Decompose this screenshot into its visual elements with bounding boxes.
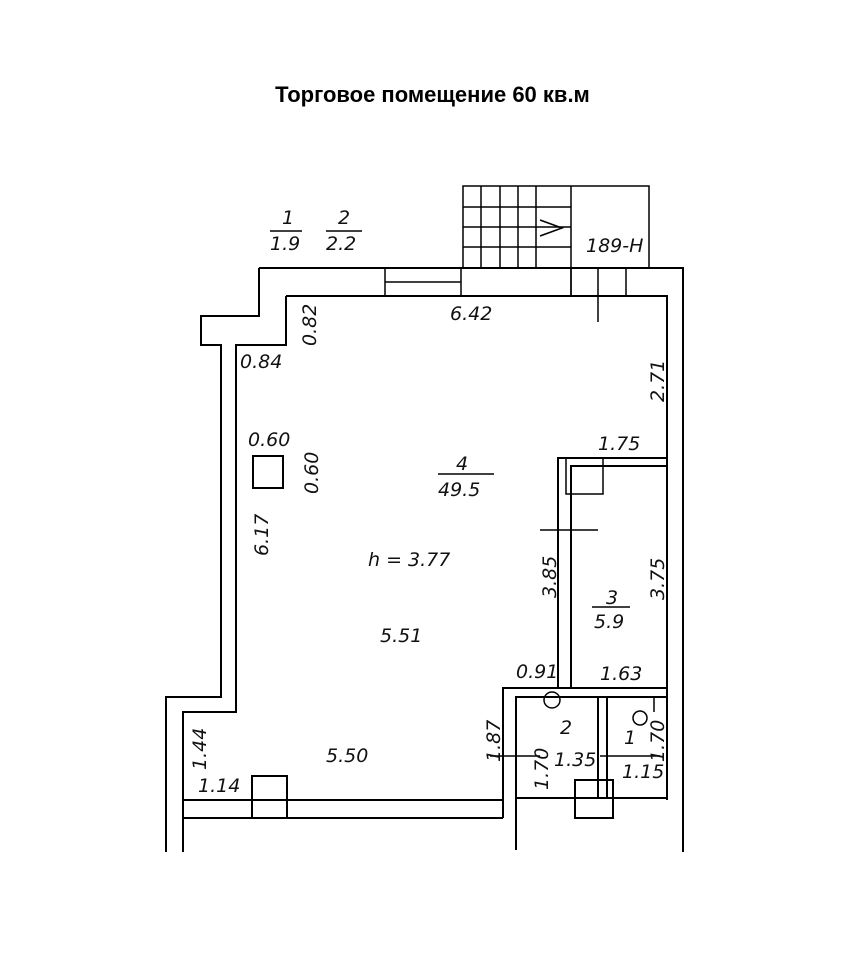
dim-0-60-side: 0.60 bbox=[301, 452, 323, 494]
dim-5-50: 5.50 bbox=[326, 745, 368, 767]
outer-label-2: 2 bbox=[338, 207, 350, 229]
fixture-icon bbox=[543, 691, 561, 709]
room3-number: 3 bbox=[606, 587, 618, 609]
dim-1-70-right: 1.70 bbox=[647, 720, 669, 762]
room4-number: 4 bbox=[456, 453, 468, 475]
plan-title: Торговое помещение 60 кв.м bbox=[275, 82, 590, 107]
bathroom-partitions bbox=[490, 687, 667, 818]
dim-1-75: 1.75 bbox=[598, 433, 640, 455]
outer-value-1: 1.9 bbox=[270, 233, 300, 255]
dim-6-17: 6.17 bbox=[251, 514, 273, 556]
stair-arrow-icon bbox=[539, 219, 565, 237]
room-height: h = 3.77 bbox=[368, 549, 450, 571]
dim-2-71: 2.71 bbox=[647, 360, 669, 402]
dim-1-14: 1.14 bbox=[198, 775, 240, 797]
dim-0-91: 0.91 bbox=[516, 661, 558, 683]
dim-0-60-top: 0.60 bbox=[248, 429, 290, 451]
room3-area: 5.9 bbox=[594, 611, 624, 633]
dim-1-87: 1.87 bbox=[483, 720, 505, 762]
dim-0-82: 0.82 bbox=[299, 304, 321, 346]
column bbox=[252, 455, 284, 489]
room4-area: 49.5 bbox=[438, 479, 480, 501]
outer-value-2: 2.2 bbox=[326, 233, 356, 255]
marker-label: 189-Н bbox=[586, 235, 643, 257]
window-top bbox=[384, 267, 462, 297]
dim-3-75: 3.75 bbox=[647, 558, 669, 600]
dim-3-85: 3.85 bbox=[539, 556, 561, 598]
dim-0-84: 0.84 bbox=[240, 351, 282, 373]
window-bottom bbox=[251, 775, 288, 819]
room3-partitions bbox=[540, 457, 667, 688]
column-bottom bbox=[574, 779, 614, 819]
dim-1-63: 1.63 bbox=[600, 663, 642, 685]
room1-number: 1 bbox=[624, 727, 636, 749]
dim-1-15: 1.15 bbox=[622, 761, 664, 783]
room2-number: 2 bbox=[560, 717, 572, 739]
dim-5-51: 5.51 bbox=[380, 625, 422, 647]
dim-1-44: 1.44 bbox=[189, 728, 211, 770]
dim-1-35: 1.35 bbox=[554, 749, 596, 771]
dim-6-42: 6.42 bbox=[450, 303, 492, 325]
outer-label-1: 1 bbox=[282, 207, 294, 229]
fixture-icon bbox=[632, 710, 648, 726]
dim-1-70-left: 1.70 bbox=[531, 748, 553, 790]
